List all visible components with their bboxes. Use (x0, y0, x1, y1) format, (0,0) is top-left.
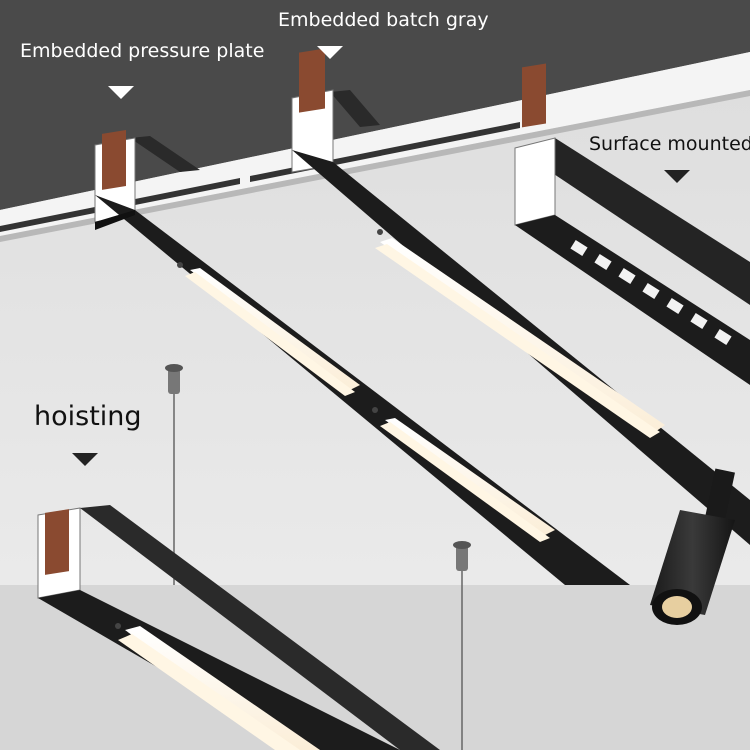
pointer-arrow-batch-gray (317, 46, 343, 59)
spotlight-fixture (650, 468, 735, 625)
track-embedded-batch-gray (291, 48, 750, 545)
label-embedded-batch-gray: Embedded batch gray (278, 9, 489, 31)
track-hoisting (37, 505, 440, 750)
label-surface-mounted: Surface mounted (589, 133, 750, 155)
pointer-arrow-hoisting (72, 453, 98, 466)
label-hoisting: hoisting (34, 401, 142, 432)
track-surface-mounted (514, 63, 750, 385)
dark-ceiling (0, 0, 750, 210)
track-embedded-pressure-plate (94, 130, 630, 585)
pointer-arrow-pressure-plate (108, 86, 134, 99)
label-embedded-pressure-plate: Embedded pressure plate (20, 40, 265, 62)
ceiling-edge-shadow (0, 90, 750, 242)
pointer-arrow-surface-mounted (664, 170, 690, 183)
